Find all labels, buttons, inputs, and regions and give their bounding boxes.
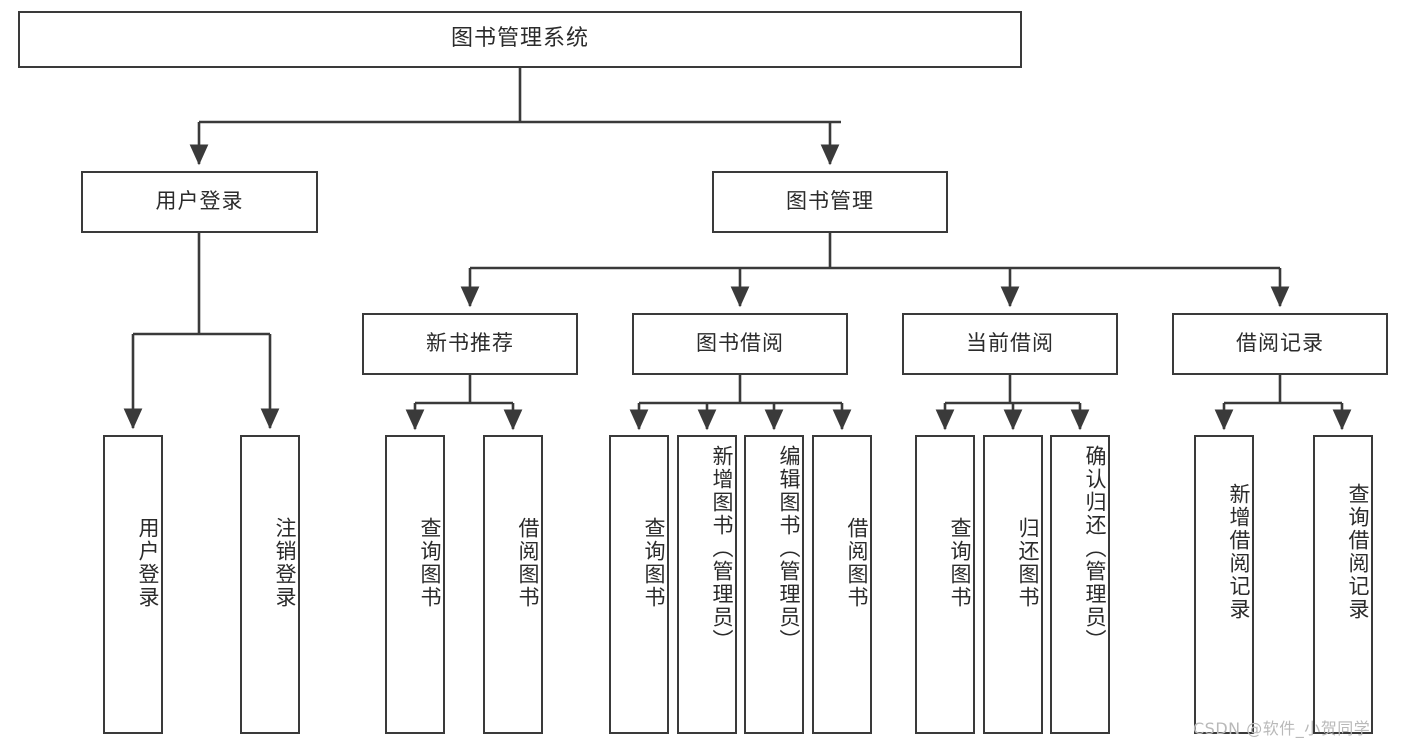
node-leaf-query-book-3[interactable]: 查询图书 xyxy=(915,435,975,734)
node-leaf-query-book-2[interactable]: 查询图书 xyxy=(609,435,669,734)
node-current-borrow[interactable]: 当前借阅 xyxy=(902,313,1118,375)
node-book-manage-label: 图书管理 xyxy=(786,189,874,214)
node-leaf-logout[interactable]: 注销登录 xyxy=(240,435,300,734)
node-leaf-edit-book-label: 编辑图书（管理员） xyxy=(777,445,801,652)
node-current-borrow-label: 当前借阅 xyxy=(966,331,1054,356)
node-book-borrow[interactable]: 图书借阅 xyxy=(632,313,848,375)
node-leaf-borrow-book-2[interactable]: 借阅图书 xyxy=(812,435,872,734)
node-leaf-add-record[interactable]: 新增借阅记录 xyxy=(1194,435,1254,734)
watermark: CSDN @软件_小贺同学 xyxy=(1193,719,1371,738)
node-leaf-return-book[interactable]: 归还图书 xyxy=(983,435,1043,734)
node-leaf-borrow-book-2-label: 借阅图书 xyxy=(845,517,869,609)
node-leaf-query-book-1-label: 查询图书 xyxy=(418,517,442,609)
node-leaf-logout-label: 注销登录 xyxy=(273,517,297,609)
node-borrow-record-label: 借阅记录 xyxy=(1236,331,1324,356)
node-leaf-user-login[interactable]: 用户登录 xyxy=(103,435,163,734)
node-book-borrow-label: 图书借阅 xyxy=(696,331,784,356)
node-leaf-add-record-label: 新增借阅记录 xyxy=(1227,483,1251,621)
node-user-login-label: 用户登录 xyxy=(155,189,244,214)
node-book-manage[interactable]: 图书管理 xyxy=(712,171,948,233)
node-root[interactable]: 图书管理系统 xyxy=(18,11,1022,68)
node-leaf-confirm-return-label: 确认归还（管理员） xyxy=(1083,445,1107,652)
node-leaf-borrow-book-1[interactable]: 借阅图书 xyxy=(483,435,543,734)
node-new-book-rec[interactable]: 新书推荐 xyxy=(362,313,578,375)
node-leaf-add-book-label: 新增图书（管理员） xyxy=(710,445,734,652)
node-leaf-edit-book[interactable]: 编辑图书（管理员） xyxy=(744,435,804,734)
node-borrow-record[interactable]: 借阅记录 xyxy=(1172,313,1388,375)
node-root-label: 图书管理系统 xyxy=(450,26,589,52)
node-leaf-query-book-3-label: 查询图书 xyxy=(948,517,972,609)
node-leaf-query-record[interactable]: 查询借阅记录 xyxy=(1313,435,1373,734)
node-leaf-query-book-2-label: 查询图书 xyxy=(642,517,666,609)
node-leaf-add-book[interactable]: 新增图书（管理员） xyxy=(677,435,737,734)
node-leaf-borrow-book-1-label: 借阅图书 xyxy=(516,517,540,609)
node-new-book-rec-label: 新书推荐 xyxy=(426,331,514,356)
node-leaf-confirm-return[interactable]: 确认归还（管理员） xyxy=(1050,435,1110,734)
node-leaf-query-record-label: 查询借阅记录 xyxy=(1346,483,1370,621)
node-user-login[interactable]: 用户登录 xyxy=(81,171,318,233)
node-leaf-user-login-label: 用户登录 xyxy=(136,517,160,609)
node-leaf-query-book-1[interactable]: 查询图书 xyxy=(385,435,445,734)
node-leaf-return-book-label: 归还图书 xyxy=(1016,517,1040,609)
